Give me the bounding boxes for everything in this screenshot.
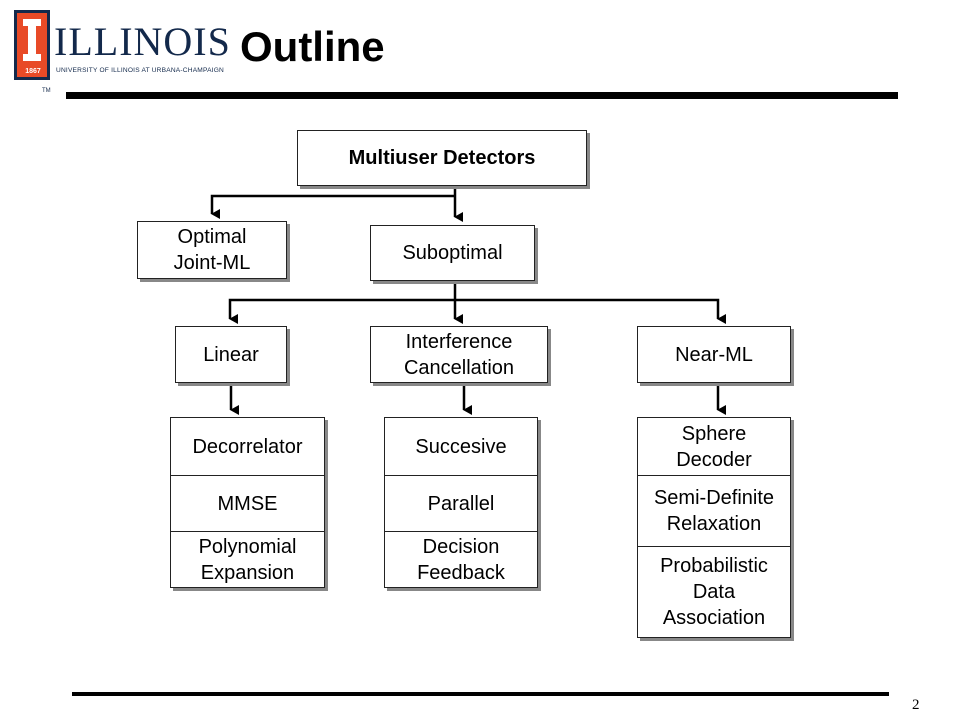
method-decorrelator: Decorrelator [171, 418, 324, 476]
node-linear: Linear [175, 326, 287, 383]
header-rule [66, 92, 898, 99]
method-probabilistic-data-association: Probabilistic Data Association [660, 555, 768, 629]
university-logo: 1867 ILLINOIS UNIVERSITY OF ILLINOIS AT … [14, 10, 230, 94]
connector-to-linear [228, 298, 455, 324]
node-multiuser-detectors: Multiuser Detectors [297, 130, 587, 186]
logo-wordmark: ILLINOIS [54, 19, 231, 64]
method-parallel: Parallel [385, 476, 537, 532]
stack-near-ml-methods: Sphere Decoder Semi-Definite Relaxation … [637, 417, 791, 638]
slide-title: Outline [240, 23, 385, 70]
logo-trademark: TM [42, 88, 51, 94]
illinois-block-i-icon [14, 10, 50, 80]
node-interference-cancellation: Interference Cancellation [370, 326, 548, 383]
method-sphere-decoder: Sphere Decoder [638, 418, 790, 476]
logo-subtitle: UNIVERSITY OF ILLINOIS AT URBANA-CHAMPAI… [56, 67, 225, 74]
method-succesive: Succesive [385, 418, 537, 476]
method-semi-definite-relaxation: Semi-Definite Relaxation [638, 476, 790, 547]
node-optimal: Optimal Joint-ML [137, 221, 287, 279]
footer-rule [72, 692, 889, 696]
page-number: 2 [912, 697, 920, 713]
method-mmse: MMSE [171, 476, 324, 532]
connector-to-near-ml [455, 298, 726, 324]
node-near-ml: Near-ML [637, 326, 791, 383]
connector-to-optimal [210, 194, 455, 219]
method-decision-feedback: Decision Feedback [417, 535, 505, 584]
stack-linear-methods: Decorrelator MMSE Polynomial Expansion [170, 417, 325, 588]
logo-year: 1867 [25, 68, 41, 75]
stack-ic-methods: Succesive Parallel Decision Feedback [384, 417, 538, 588]
method-polynomial-expansion: Polynomial Expansion [198, 535, 297, 584]
node-suboptimal: Suboptimal [370, 225, 535, 281]
